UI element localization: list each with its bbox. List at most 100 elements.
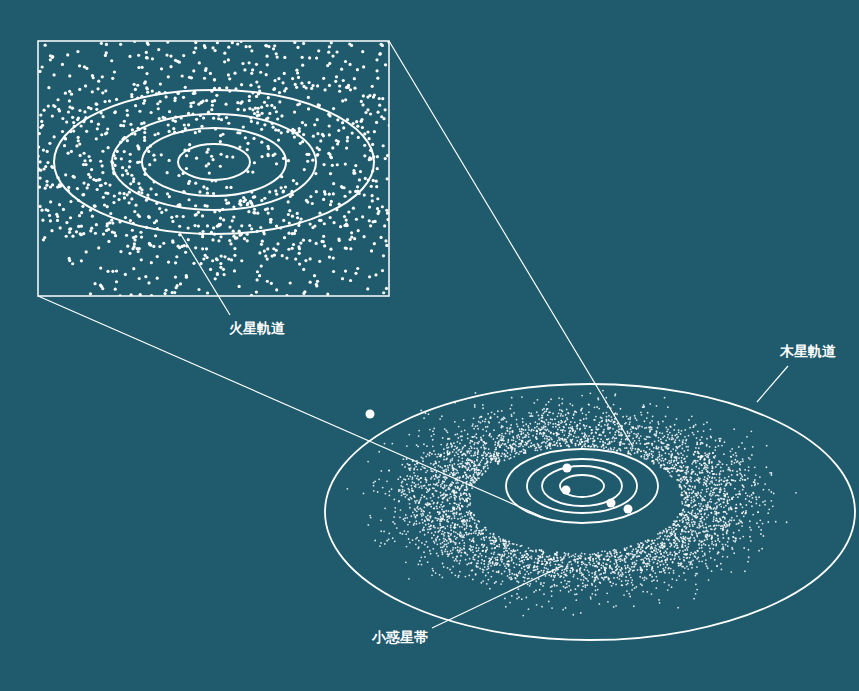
asteroid-dot bbox=[721, 445, 723, 447]
asteroid-dot bbox=[282, 219, 285, 222]
asteroid-dot bbox=[302, 239, 305, 242]
asteroid-dot bbox=[657, 427, 659, 429]
asteroid-dot bbox=[153, 158, 156, 161]
asteroid-dot bbox=[260, 112, 263, 115]
asteroid-dot bbox=[544, 423, 546, 425]
asteroid-dot bbox=[348, 190, 351, 193]
asteroid-dot bbox=[122, 124, 125, 127]
asteroid-dot bbox=[355, 218, 358, 221]
asteroid-dot bbox=[136, 144, 139, 147]
asteroid-dot bbox=[406, 183, 409, 186]
asteroid-dot bbox=[742, 506, 744, 508]
asteroid-dot bbox=[46, 150, 49, 153]
asteroid-dot bbox=[198, 190, 201, 193]
asteroid-dot bbox=[493, 543, 495, 545]
asteroid-dot bbox=[480, 470, 482, 472]
asteroid-dot bbox=[130, 293, 133, 296]
asteroid-dot bbox=[613, 606, 615, 608]
asteroid-dot bbox=[654, 441, 656, 443]
asteroid-dot bbox=[203, 77, 206, 80]
asteroid-dot bbox=[283, 56, 286, 59]
asteroid-dot bbox=[16, 189, 19, 192]
asteroid-dot bbox=[280, 186, 283, 189]
asteroid-dot bbox=[636, 428, 638, 430]
asteroid-dot bbox=[600, 438, 602, 440]
asteroid-dot bbox=[154, 234, 157, 237]
asteroid-dot bbox=[207, 162, 210, 165]
asteroid-dot bbox=[446, 451, 448, 453]
asteroid-dot bbox=[341, 121, 344, 124]
asteroid-dot bbox=[233, 269, 236, 272]
asteroid-dot bbox=[253, 161, 256, 164]
asteroid-dot bbox=[301, 64, 304, 67]
asteroid-dot bbox=[301, 56, 304, 59]
asteroid-dot bbox=[429, 429, 431, 431]
asteroid-dot bbox=[146, 87, 149, 90]
asteroid-dot bbox=[138, 110, 141, 113]
asteroid-dot bbox=[109, 212, 112, 215]
asteroid-dot bbox=[221, 133, 224, 136]
asteroid-dot bbox=[447, 467, 449, 469]
asteroid-dot bbox=[336, 142, 339, 145]
asteroid-dot bbox=[629, 421, 631, 423]
asteroid-dot bbox=[210, 108, 213, 111]
asteroid-dot bbox=[328, 84, 331, 87]
asteroid-dot bbox=[292, 179, 295, 182]
asteroid-dot bbox=[71, 262, 74, 265]
asteroid-dot bbox=[153, 133, 156, 136]
asteroid-dot bbox=[361, 126, 364, 129]
asteroid-dot bbox=[79, 154, 82, 157]
asteroid-dot bbox=[704, 452, 706, 454]
asteroid-dot bbox=[309, 195, 312, 198]
asteroid-dot bbox=[366, 287, 369, 290]
asteroid-dot bbox=[332, 256, 335, 259]
asteroid-dot bbox=[575, 553, 577, 555]
asteroid-dot bbox=[227, 257, 230, 260]
asteroid-dot bbox=[194, 182, 197, 185]
asteroid-dot bbox=[370, 249, 373, 252]
asteroid-dot bbox=[380, 530, 382, 532]
asteroid-dot bbox=[567, 563, 569, 565]
asteroid-dot bbox=[517, 549, 519, 551]
asteroid-dot bbox=[97, 123, 100, 126]
asteroid-dot bbox=[133, 83, 136, 86]
asteroid-dot bbox=[123, 150, 126, 153]
asteroid-dot bbox=[244, 136, 247, 139]
asteroid-dot bbox=[195, 157, 198, 160]
asteroid-dot bbox=[273, 79, 276, 82]
asteroid-dot bbox=[476, 544, 478, 546]
asteroid-dot bbox=[58, 203, 61, 206]
asteroid-dot bbox=[129, 182, 132, 185]
asteroid-dot bbox=[252, 211, 255, 214]
asteroid-dot bbox=[134, 104, 137, 107]
asteroid-dot bbox=[185, 276, 188, 279]
asteroid-dot bbox=[376, 111, 379, 114]
asteroid-dot bbox=[469, 498, 471, 500]
asteroid-dot bbox=[263, 232, 266, 235]
asteroid-dot bbox=[610, 420, 612, 422]
asteroid-dot bbox=[431, 453, 433, 455]
asteroid-dot bbox=[140, 236, 143, 239]
asteroid-dot bbox=[227, 73, 230, 76]
asteroid-dot bbox=[97, 80, 100, 83]
asteroid-dot bbox=[168, 195, 171, 198]
asteroid-dot bbox=[49, 58, 52, 61]
asteroid-dot bbox=[348, 42, 351, 45]
asteroid-dot bbox=[313, 274, 316, 277]
asteroid-dot bbox=[85, 67, 88, 70]
asteroid-dot bbox=[250, 202, 253, 205]
asteroid-dot bbox=[187, 198, 190, 201]
asteroid-dot bbox=[345, 247, 348, 250]
asteroid-dot bbox=[523, 425, 525, 427]
asteroid-dot bbox=[296, 212, 299, 215]
asteroid-dot bbox=[132, 267, 135, 270]
asteroid-dot bbox=[133, 242, 136, 245]
asteroid-dot bbox=[258, 251, 261, 254]
asteroid-dot bbox=[236, 101, 239, 104]
asteroid-dot bbox=[115, 98, 118, 101]
asteroid-dot bbox=[212, 117, 215, 120]
asteroid-dot bbox=[646, 558, 648, 560]
asteroid-dot bbox=[602, 412, 604, 414]
asteroid-dot bbox=[343, 215, 346, 218]
asteroid-dot bbox=[658, 451, 660, 453]
